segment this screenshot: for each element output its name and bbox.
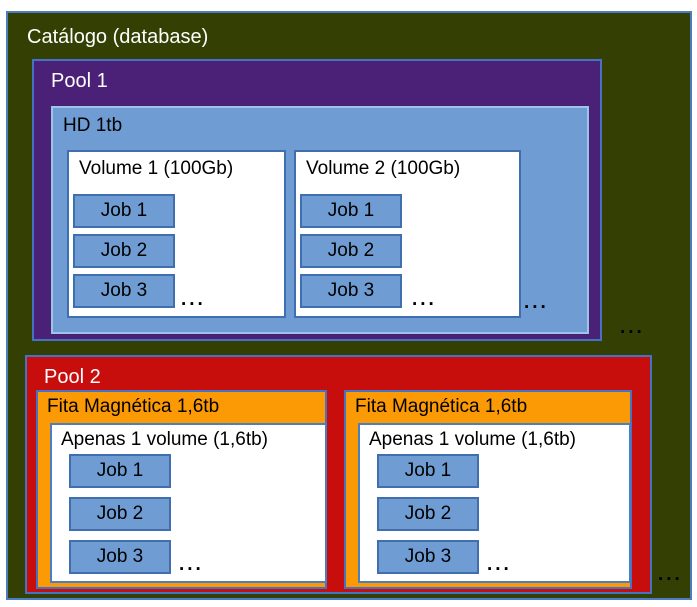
job-box: Job 2 [73, 234, 175, 268]
job-label: Job 1 [100, 200, 148, 221]
more-jobs-ellipsis: ... [181, 289, 206, 310]
job-box: Job 3 [300, 274, 402, 308]
more-jobs-ellipsis: ... [179, 554, 204, 575]
hd-device-box: HD 1tb Volume 1 (100Gb) Job 1 Job 2 Job … [51, 106, 589, 334]
pool2-box: Pool 2 Fita Magnética 1,6tb Apenas 1 vol… [25, 355, 652, 594]
job-box: Job 3 [73, 274, 175, 308]
job-label: Job 2 [327, 240, 375, 261]
job-box: Job 1 [73, 194, 175, 228]
job-label: Job 1 [327, 200, 375, 221]
tape-1-volume-title: Apenas 1 volume (1,6tb) [61, 429, 269, 450]
volume-2-title: Volume 2 (100Gb) [306, 158, 461, 179]
catalog-title: Catálogo (database) [27, 26, 209, 48]
volume-1-box: Volume 1 (100Gb) Job 1 Job 2 Job 3 ... [67, 150, 286, 318]
job-label: Job 1 [404, 460, 452, 481]
tape-2-volume-title: Apenas 1 volume (1,6tb) [369, 429, 577, 450]
pool1-box: Pool 1 HD 1tb Volume 1 (100Gb) Job 1 Job… [32, 59, 602, 341]
pool1-title: Pool 1 [51, 70, 108, 92]
pool2-title: Pool 2 [44, 366, 101, 388]
hd-device-title: HD 1tb [63, 115, 123, 136]
job-box: Job 3 [377, 540, 479, 574]
tape-2-box: Fita Magnética 1,6tb Apenas 1 volume (1,… [344, 390, 632, 589]
job-label: Job 2 [404, 503, 452, 524]
more-devices-ellipsis: ... [620, 317, 645, 338]
more-volumes-ellipsis: ... [524, 292, 549, 313]
job-box: Job 1 [300, 194, 402, 228]
tape-1-box: Fita Magnética 1,6tb Apenas 1 volume (1,… [36, 390, 327, 589]
job-box: Job 2 [69, 497, 171, 531]
more-jobs-ellipsis: ... [487, 554, 512, 575]
job-label: Job 3 [327, 280, 375, 301]
tape-1-volume-box: Apenas 1 volume (1,6tb) Job 1 Job 2 Job … [50, 423, 327, 583]
job-box: Job 2 [300, 234, 402, 268]
more-pools-ellipsis: ... [658, 564, 683, 585]
job-label: Job 3 [100, 280, 148, 301]
tape-2-title: Fita Magnética 1,6tb [355, 396, 528, 417]
job-label: Job 2 [100, 240, 148, 261]
tape-2-volume-box: Apenas 1 volume (1,6tb) Job 1 Job 2 Job … [358, 423, 631, 583]
volume-1-title: Volume 1 (100Gb) [79, 158, 234, 179]
job-label: Job 3 [96, 546, 144, 567]
more-jobs-ellipsis: ... [412, 289, 437, 310]
job-label: Job 2 [96, 503, 144, 524]
job-label: Job 1 [96, 460, 144, 481]
job-box: Job 2 [377, 497, 479, 531]
volume-2-box: Volume 2 (100Gb) Job 1 Job 2 Job 3 ... [294, 150, 521, 318]
tape-1-title: Fita Magnética 1,6tb [47, 396, 220, 417]
catalog-box: Catálogo (database) Pool 1 HD 1tb Volume… [6, 11, 692, 600]
job-label: Job 3 [404, 546, 452, 567]
job-box: Job 1 [377, 454, 479, 488]
job-box: Job 1 [69, 454, 171, 488]
job-box: Job 3 [69, 540, 171, 574]
